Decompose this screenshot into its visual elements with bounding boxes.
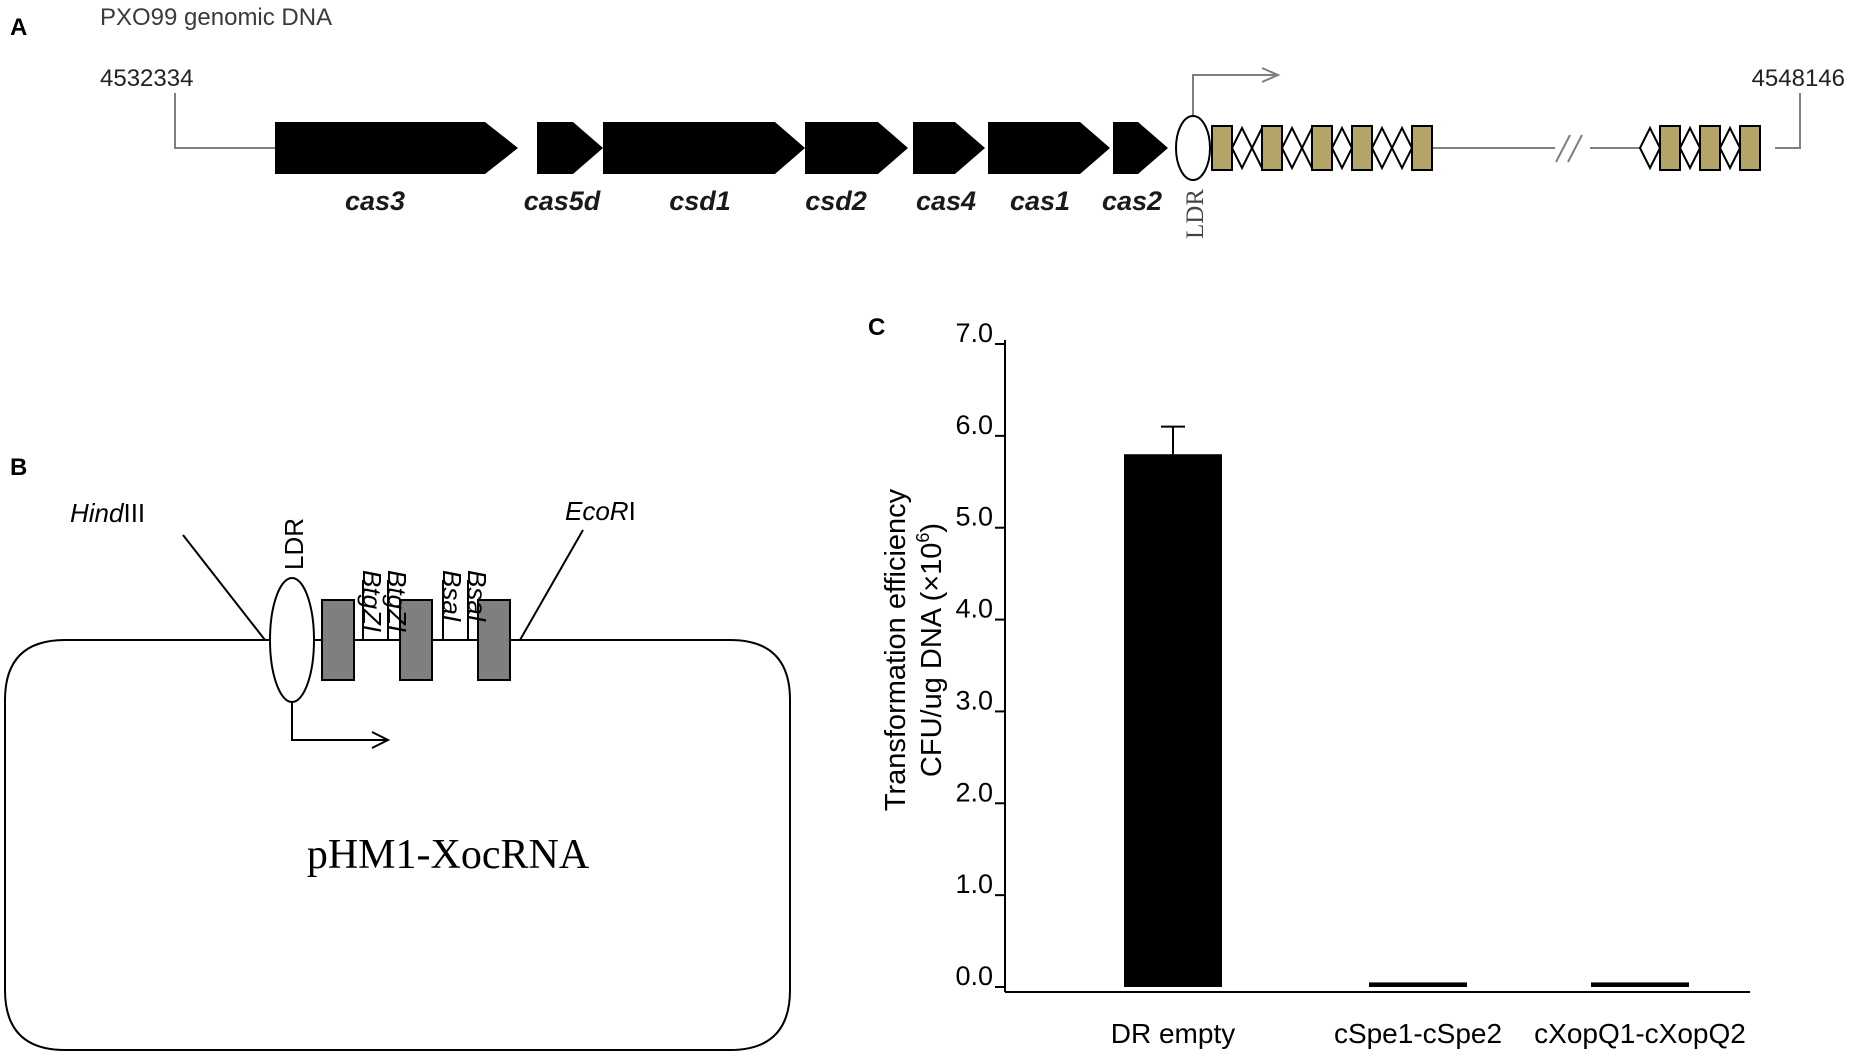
ldr-label-a: LDR — [1182, 189, 1209, 239]
gene-label-cas3: cas3 — [345, 186, 405, 216]
crispr-array-2 — [1638, 125, 1761, 171]
y-axis-label-line2: CFU/ug DNA (×106) — [913, 523, 948, 777]
gene-cas3 — [275, 122, 518, 174]
promoter-arrow-b — [291, 702, 391, 749]
panel-b-label: B — [10, 454, 27, 481]
plasmid-name: pHM1-XocRNA — [307, 832, 590, 878]
y-tick-label: 0.0 — [955, 961, 993, 991]
panel-a: A PXO99 genomic DNA 4532334 4548146 ca — [10, 4, 1845, 239]
bars — [1124, 425, 1689, 987]
repeat-diamond — [1230, 125, 1254, 171]
panel-c: C Transformation efficiency CFU/ug DNA (… — [868, 314, 1750, 1049]
bar-cspe1-cspe2 — [1369, 982, 1467, 987]
bar-cxopq1-cxopq2 — [1591, 982, 1689, 987]
gene-cas2 — [1113, 122, 1168, 174]
spacer-box — [1411, 125, 1433, 171]
ldr-ellipse-a — [1175, 115, 1211, 181]
promoter-arrow — [1192, 67, 1281, 115]
spacer-box — [1261, 125, 1283, 171]
bsai-label-1: BsaI — [437, 570, 467, 622]
btgzi-label-2: BtgZI — [382, 570, 412, 632]
site-leader-lines — [182, 529, 584, 641]
repeat-diamond — [1390, 125, 1414, 171]
y-tick-label: 6.0 — [955, 410, 993, 440]
gene-label-cas2: cas2 — [1102, 186, 1162, 216]
spacer-box — [1311, 125, 1333, 171]
y-tick-label: 1.0 — [955, 869, 993, 899]
x-tick-label: DR empty — [1111, 1018, 1235, 1049]
y-tick-label: 3.0 — [955, 685, 993, 715]
y-tick-label: 7.0 — [955, 318, 993, 348]
y-tick-label: 4.0 — [955, 594, 993, 624]
plasmid-outline — [4, 639, 791, 1051]
btgzi-label-1: BtgZI — [357, 570, 387, 632]
gene-label-cas5d: cas5d — [524, 186, 601, 216]
y-tick-label: 5.0 — [955, 502, 993, 532]
coord-end: 4548146 — [1752, 65, 1845, 92]
y-axis-label-line1: Transformation efficiency — [880, 488, 912, 811]
y-ticks: 0.0 1.0 2.0 3.0 4.0 5.0 6.0 7.0 — [955, 318, 1005, 991]
panel-b: B LDR HindIII EcoRI Btg — [4, 454, 791, 1051]
ecori-label: EcoRI — [565, 496, 636, 526]
coord-start: 4532334 — [100, 65, 193, 92]
gene-csd1 — [603, 122, 805, 174]
gene-label-csd1: csd1 — [669, 186, 731, 216]
plasmid-spacers — [321, 599, 511, 681]
y-axis-label: Transformation efficiency CFU/ug DNA (×1… — [880, 488, 948, 811]
spacer-box-b — [399, 599, 433, 681]
repeat-diamond — [1280, 125, 1304, 171]
spacer-box-b — [321, 599, 355, 681]
genomic-dna-title: PXO99 genomic DNA — [100, 4, 332, 31]
ldr-ellipse-b — [269, 577, 315, 703]
spacer-box — [1351, 125, 1373, 171]
repeat-diamond — [1638, 125, 1662, 171]
panel-a-label: A — [10, 14, 27, 41]
gene-cas4 — [913, 122, 985, 174]
panel-c-label: C — [868, 314, 885, 341]
gene-arrows — [275, 122, 1168, 174]
spacer-box — [1739, 125, 1761, 171]
bar-dr-empty — [1124, 454, 1222, 987]
gene-csd2 — [805, 122, 908, 174]
spacer-box — [1211, 125, 1233, 171]
break-marks — [1555, 134, 1583, 163]
repeat-diamond — [1330, 125, 1354, 171]
hindiii-label: HindIII — [70, 498, 145, 528]
y-tick-label: 2.0 — [955, 777, 993, 807]
x-tick-label: cSpe1-cSpe2 — [1334, 1018, 1502, 1049]
spacer-box — [1659, 125, 1681, 171]
bsai-label-2: BsaI — [462, 570, 492, 622]
repeat-diamond — [1370, 125, 1394, 171]
gene-label-cas1: cas1 — [1010, 186, 1070, 216]
gene-label-cas4: cas4 — [916, 186, 976, 216]
gene-label-csd2: csd2 — [805, 186, 867, 216]
spacer-box-b — [477, 599, 511, 681]
gene-cas5d — [537, 122, 603, 174]
spacer-box — [1699, 125, 1721, 171]
repeat-diamond — [1718, 125, 1742, 171]
crispr-array-1 — [1211, 125, 1433, 171]
x-tick-labels: DR empty cSpe1-cSpe2 cXopQ1-cXopQ2 — [1111, 1018, 1746, 1049]
x-tick-label: cXopQ1-cXopQ2 — [1534, 1018, 1746, 1049]
ldr-label-b: LDR — [279, 518, 309, 570]
repeat-diamond — [1678, 125, 1702, 171]
gene-cas1 — [988, 122, 1110, 174]
